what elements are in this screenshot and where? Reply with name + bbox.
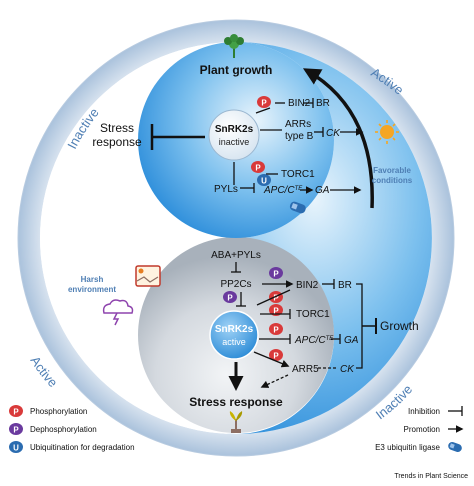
arr5-label: ARR5 [292, 364, 319, 375]
bin2-top-label: BIN2 [288, 98, 311, 109]
promotion-curve-arrow [302, 68, 374, 209]
snrk2s-top-state: inactive [219, 137, 250, 147]
stress-response-bottom-label: Stress response [189, 395, 283, 409]
legend-phospho-icon-text: P [13, 408, 19, 417]
legend-inhibition: Inhibition [408, 407, 440, 416]
snrk2s-top-title: SnRK2s [215, 124, 254, 135]
legend-dephosphorylation: Dephosphorylation [30, 425, 97, 434]
dephospho-badge-bin2 [269, 267, 283, 279]
ga-bottom-label: GA [344, 335, 359, 346]
apc-top-label: APC/CTE [263, 185, 303, 196]
legend-dephospho-icon [9, 423, 23, 435]
ck-bottom-label: CK [340, 364, 355, 375]
stress-response-label-top-2: response [92, 135, 142, 149]
phospho-badge-arr5-text: P [273, 352, 279, 361]
phospho-badge-bin2-bottom-text: P [273, 294, 279, 303]
phospho-badge-apc-bottom [269, 323, 283, 335]
phospho-badge-torc1-bottom [269, 304, 283, 316]
ubiquitin-badge-top [257, 174, 271, 186]
legend-promotion: Promotion [404, 425, 440, 434]
pyls-top-label: PYLs [214, 184, 238, 195]
harsh-environment-1: Harsh [81, 275, 104, 284]
phospho-badge-bin2-top-text: P [261, 99, 267, 108]
legend-ubiquitin-icon-text: U [13, 444, 19, 453]
phospho-badge-apc-bottom-text: P [273, 326, 279, 335]
pp2cs-label: PP2Cs [220, 279, 251, 290]
ubiquitin-badge-top-text: U [261, 177, 267, 186]
wilting-plant-icon [229, 411, 243, 433]
snrk2s-inactive-node [208, 109, 260, 161]
br-top-label: BR [316, 98, 330, 109]
aba-pyls-label: ABA+PYLs [211, 250, 261, 261]
snrk2s-bottom-state: active [222, 337, 246, 347]
sun-icon [375, 120, 399, 144]
legend-dephospho-icon-text: P [13, 426, 19, 435]
favorable-conditions-2: conditions [372, 176, 413, 185]
bin2-bottom-label: BIN2 [296, 280, 319, 291]
phospho-badge-bin2-top [257, 96, 271, 108]
edge-snrk-arr5 [253, 351, 290, 368]
br-bottom-label: BR [338, 280, 352, 291]
legend-e3-ligase: E3 ubiquitin ligase [375, 443, 440, 452]
arrs-label-1: ARRs [285, 119, 311, 130]
torc1-bottom-label: TORC1 [296, 309, 330, 320]
dephospho-badge-bin2-text: P [273, 270, 279, 279]
snrk2s-active-node [209, 310, 259, 360]
legend-phosphorylation: Phosphorylation [30, 407, 87, 416]
credit-label: Trends in Plant Science [394, 473, 468, 480]
edge-snrk-bin2-bottom [256, 289, 291, 306]
favorable-conditions-1: Favorable [373, 166, 411, 175]
plant-growth-icon [224, 34, 244, 58]
phospho-badge-torc1-bottom-text: P [273, 307, 279, 316]
phospho-badge-torc1-top [251, 161, 265, 173]
dephospho-badge-snrk [223, 291, 237, 303]
dephospho-badge-snrk-text: P [227, 294, 233, 303]
torc1-top-label: TORC1 [281, 169, 315, 180]
harsh-environment-2: environment [68, 285, 116, 294]
plant-growth-label: Plant growth [200, 63, 273, 77]
legend-phospho-icon [9, 405, 23, 417]
storm-cloud-icon [102, 299, 134, 326]
arrs-label-2: type B [285, 131, 314, 142]
phospho-badge-arr5 [269, 349, 283, 361]
e3-ligase-icon-top [289, 201, 306, 214]
apc-bottom-label: APC/CTE [294, 335, 334, 346]
legend-e3-ligase-icon [448, 441, 462, 453]
legend-ubiquitination: Ubiquitination for degradation [30, 443, 135, 452]
stress-response-label-top-1: Stress [100, 121, 134, 135]
ga-top-label: GA [315, 185, 330, 196]
legend-ubiquitin-icon [9, 441, 23, 453]
dry-soil-icon [135, 265, 161, 287]
ck-top-label: CK [326, 128, 341, 139]
snrk2s-bottom-title: SnRK2s [215, 324, 254, 335]
growth-label: Growth [380, 319, 419, 333]
phospho-badge-torc1-top-text: P [255, 164, 261, 173]
edge-snrk-bin2-top [255, 107, 271, 114]
